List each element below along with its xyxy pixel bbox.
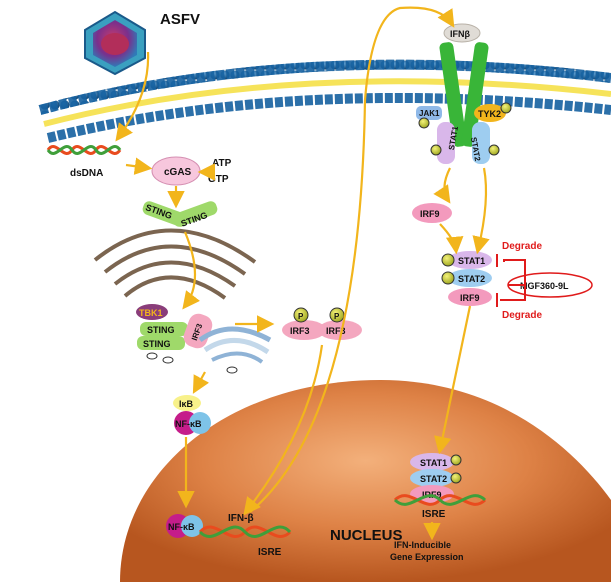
irf9-free-label: IRF9 [420, 209, 440, 219]
nucleus [120, 380, 611, 582]
p-tyk2 [500, 102, 512, 114]
p-jak1 [418, 117, 430, 129]
inhibition-lines [496, 254, 526, 307]
nfkb-node [174, 411, 211, 435]
nuclear-dna-icon [198, 525, 292, 538]
sting-label-4: STING [143, 339, 171, 349]
stat2-cyt-label: STAT2 [458, 274, 485, 284]
isre-label-right: ISRE [422, 509, 446, 520]
dsdna-label: dsDNA [70, 168, 103, 179]
ikb-node [173, 395, 201, 411]
p-stat1-rec [430, 144, 442, 156]
pathway-arrows [115, 6, 490, 541]
ifn-inducible-label-2: Gene Expression [390, 552, 464, 562]
endoplasmic-reticulum [93, 228, 257, 300]
gtp-label: GTP [208, 174, 229, 185]
cell-membrane [38, 59, 611, 143]
p-label-a: P [298, 312, 304, 321]
nucleus-label: NUCLEUS [330, 527, 403, 544]
tbk1-sting-complex [136, 304, 272, 374]
stat2-receptor-node [472, 122, 490, 164]
tyk2-node [474, 104, 506, 122]
jak1-label: JAK1 [419, 109, 440, 118]
stat1-nuc-label: STAT1 [420, 458, 447, 468]
ifnb-ligand [443, 23, 481, 43]
isre-dna-icon [393, 494, 487, 506]
stat2-receptor-label: STAT2 [469, 136, 482, 162]
degrade-label-top: Degrade [502, 241, 542, 252]
dsdna-icon [46, 145, 122, 155]
tbk1-label: TBK1 [139, 308, 163, 318]
ifn-beta-gene-label: IFN-β [228, 513, 254, 524]
stat1-receptor-node [437, 122, 455, 164]
sting-dimer-er [142, 201, 218, 227]
p-stat2-rec [488, 144, 500, 156]
atp-label: ATP [212, 158, 232, 169]
tyk2-label: TYK2 [478, 109, 501, 119]
irf3-label-a: IRF3 [290, 326, 310, 336]
asfv-label: ASFV [160, 11, 200, 28]
degrade-label-bottom: Degrade [502, 310, 542, 321]
stat1-receptor-label: STAT1 [447, 125, 460, 151]
irf9-free-node [412, 203, 452, 223]
stat1-cyt-label: STAT1 [458, 256, 485, 266]
ifn-inducible-label-1: IFN-Inducible [394, 540, 451, 550]
irf3-dimer [282, 307, 362, 340]
ifnb-label: IFNβ [450, 29, 470, 39]
p-label-b: P [334, 312, 340, 321]
isgf3-complex [441, 251, 492, 306]
cgas-label: cGAS [164, 167, 192, 178]
ifn-receptor [439, 42, 489, 147]
irf9-cyt-label: IRF9 [460, 293, 480, 303]
isre-label-left: ISRE [258, 547, 282, 558]
sting-label-3: STING [147, 325, 175, 335]
irf3-label-b: IRF3 [326, 326, 346, 336]
jak1-node [416, 106, 442, 120]
nfkb-nuclear-node [166, 514, 203, 538]
mgf360-9l-label: MGF360-9L [520, 281, 569, 291]
nfkb-nuclear-label: NF-κB [168, 522, 195, 532]
asfv-virus-icon [84, 10, 146, 76]
stat2-nuc-label: STAT2 [420, 474, 447, 484]
ikb-label: IκB [179, 399, 194, 409]
nfkb-label: NF-κB [175, 419, 202, 429]
